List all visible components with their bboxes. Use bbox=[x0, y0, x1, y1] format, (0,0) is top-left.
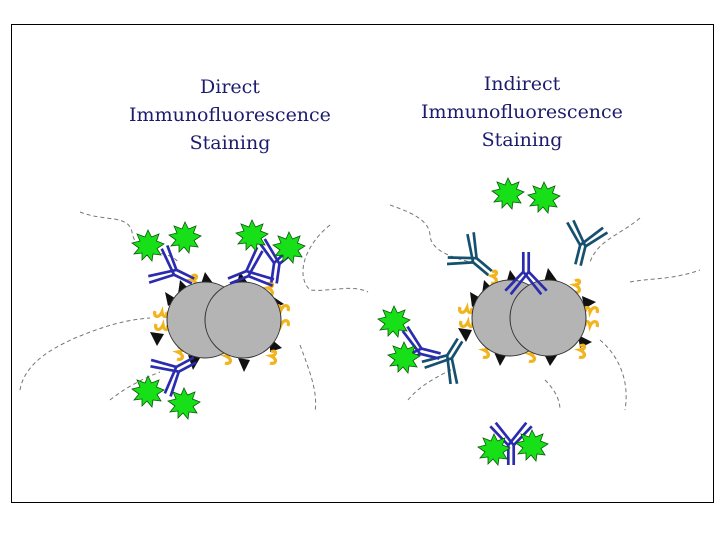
indirect-cell-icon bbox=[471, 279, 587, 357]
cell-membrane-outlines bbox=[19, 204, 701, 413]
indirect-panel bbox=[377, 177, 610, 467]
direct-cell-icon bbox=[166, 281, 282, 359]
epitope-dark-icon bbox=[165, 292, 178, 306]
indirect-title-line-1: Indirect bbox=[483, 73, 561, 95]
epitope-dark-icon bbox=[458, 328, 472, 342]
epitope-dark-icon bbox=[238, 358, 250, 372]
slide-frame bbox=[11, 24, 714, 503]
fluorophore-starburst-icon bbox=[515, 429, 549, 462]
epitope-dark-icon bbox=[544, 354, 558, 366]
epitope-dark-icon bbox=[150, 332, 164, 346]
indirect-title-line-2: Immunofluorescence bbox=[421, 101, 623, 123]
primary-antibody-icon bbox=[442, 228, 505, 291]
epitope-yellow-icon bbox=[458, 305, 474, 315]
fluorophore-starburst-icon bbox=[527, 181, 561, 214]
epitope-yellow-icon bbox=[154, 322, 170, 332]
fluorophore-starburst-icon bbox=[168, 221, 202, 254]
epitope-dark-icon bbox=[582, 296, 596, 309]
direct-title-line-3: Staining bbox=[189, 132, 271, 154]
fluorophore-starburst-icon bbox=[131, 375, 165, 408]
epitope-dark-icon bbox=[544, 268, 558, 282]
epitope-yellow-icon bbox=[489, 269, 499, 285]
fluorophore-starburst-icon bbox=[131, 229, 165, 262]
epitope-yellow-icon bbox=[459, 319, 475, 329]
primary-antibody-icon bbox=[418, 327, 479, 389]
fluorophore-starburst-icon bbox=[491, 177, 525, 210]
direct-staining-title: Direct Immunofluorescence Staining bbox=[90, 73, 370, 157]
indirect-staining-title: Indirect Immunofluorescence Staining bbox=[382, 70, 662, 154]
epitope-yellow-icon bbox=[583, 319, 599, 329]
direct-title-line-1: Direct bbox=[200, 76, 260, 98]
direct-title-line-2: Immunofluorescence bbox=[129, 104, 331, 126]
fluorophore-starburst-icon bbox=[477, 433, 511, 466]
epitope-yellow-icon bbox=[153, 309, 169, 319]
indirect-title-line-3: Staining bbox=[481, 129, 563, 151]
epitope-yellow-icon bbox=[268, 349, 278, 365]
epitope-yellow-icon bbox=[583, 305, 599, 315]
direct-panel bbox=[131, 219, 306, 420]
primary-antibody-icon bbox=[556, 217, 610, 272]
